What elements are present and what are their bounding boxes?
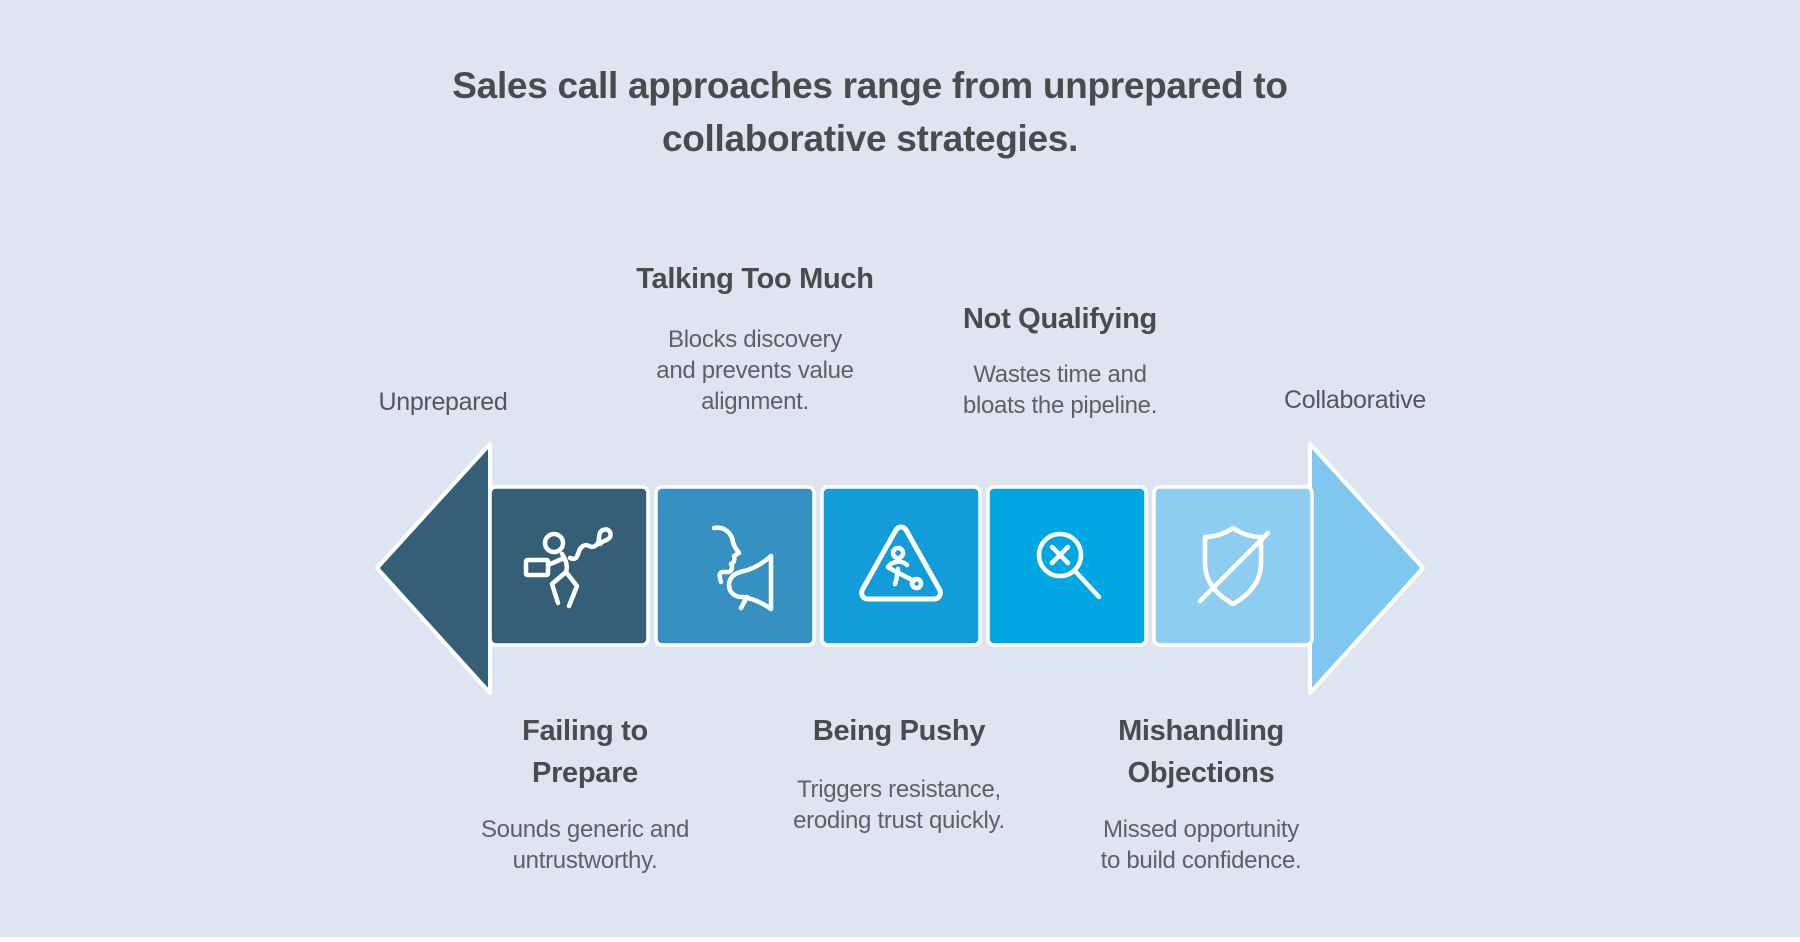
- stage-description-failing-to-prepare: Sounds generic and untrustworthy.: [480, 816, 690, 874]
- running-person-icon: [523, 527, 613, 609]
- stage-heading-mishandling-objections: Mishandling Objections: [1118, 715, 1284, 789]
- stage-heading-being-pushy: Being Pushy: [812, 715, 986, 747]
- stage-heading-failing-to-prepare: Failing to Prepare: [522, 715, 648, 789]
- shield-off-icon: [1197, 525, 1271, 607]
- page-title: Sales call approaches range from unprepa…: [452, 65, 1288, 159]
- stage-description-being-pushy: Triggers resistance, eroding trust quick…: [793, 776, 1005, 834]
- stage-square-being-pushy: [820, 485, 982, 647]
- spectrum-left-label: Unprepared: [378, 388, 508, 416]
- stage-description-mishandling-objections: Missed opportunity to build confidence.: [1100, 816, 1302, 874]
- stage-heading-not-qualifying: Not Qualifying: [963, 303, 1157, 335]
- stage-square-failing-to-prepare: [488, 485, 650, 647]
- spectrum-arrow: [375, 442, 1425, 695]
- stage-square-not-qualifying: [986, 485, 1148, 647]
- bottom-bar: [0, 937, 1800, 942]
- search-x-icon: [1036, 531, 1102, 600]
- stage-description-talking-too-much: Blocks discovery and prevents value alig…: [656, 326, 854, 415]
- left-arrowhead: [375, 442, 492, 695]
- stage-square-talking-too-much: [654, 485, 816, 647]
- caution-digging-icon: [859, 524, 943, 602]
- spectrum-right-label: Collaborative: [1283, 386, 1426, 414]
- right-arrowhead: [1308, 442, 1425, 695]
- stage-description-not-qualifying: Wastes time and bloats the pipeline.: [962, 361, 1158, 419]
- stage-heading-talking-too-much: Talking Too Much: [636, 263, 874, 295]
- talking-megaphone-icon: [711, 525, 774, 612]
